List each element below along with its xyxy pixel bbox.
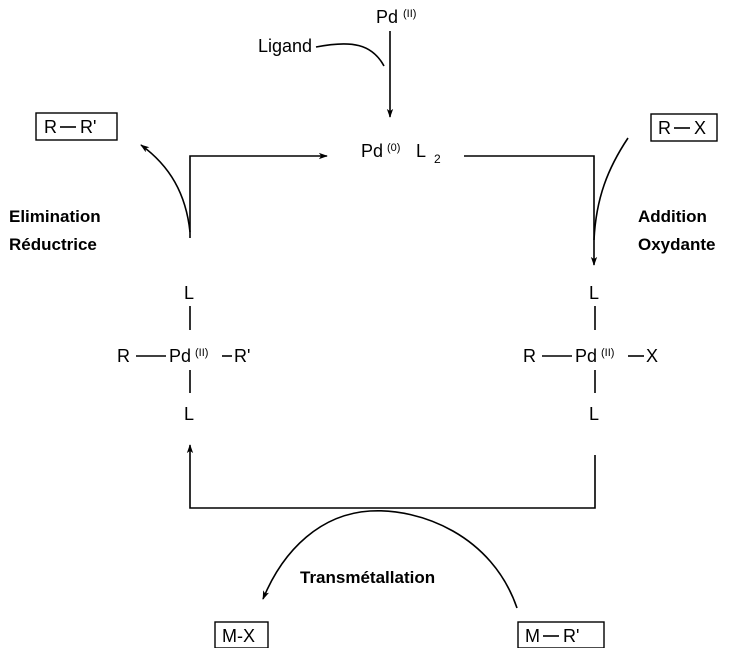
elimination-label-line2: Réductrice bbox=[9, 235, 97, 254]
svg-text:L: L bbox=[589, 283, 599, 303]
svg-text:(II): (II) bbox=[195, 347, 208, 359]
transmetalation-label: Transmétallation bbox=[300, 568, 435, 587]
reagent-box-mr: M R' bbox=[517, 621, 605, 648]
svg-text:R': R' bbox=[563, 626, 579, 646]
svg-text:R': R' bbox=[234, 346, 250, 366]
ligand-label: Ligand bbox=[258, 36, 312, 56]
rx-incoming-curve bbox=[593, 137, 629, 241]
svg-text:(II): (II) bbox=[601, 347, 614, 359]
svg-text:M: M bbox=[525, 626, 540, 646]
svg-text:L: L bbox=[184, 404, 194, 424]
catalyst-ligand: L bbox=[416, 141, 426, 161]
reductive-elimination-arrow bbox=[189, 152, 328, 238]
catalyst-oxidation: (0) bbox=[387, 142, 400, 154]
intermediate-oxidative-addition: L R Pd (II) X L bbox=[523, 283, 658, 424]
byproduct-box-mx: M-X bbox=[214, 621, 269, 648]
svg-text:M-X: M-X bbox=[222, 626, 255, 646]
svg-text:L: L bbox=[184, 283, 194, 303]
catalyst-symbol: Pd bbox=[361, 141, 383, 161]
product-release-curve bbox=[140, 144, 191, 233]
svg-text:R: R bbox=[523, 346, 536, 366]
svg-text:L: L bbox=[589, 404, 599, 424]
svg-text:R: R bbox=[44, 117, 57, 137]
svg-text:X: X bbox=[646, 346, 658, 366]
svg-text:R: R bbox=[658, 118, 671, 138]
product-box-rr: R R' bbox=[35, 112, 118, 141]
catalyst-ligand-count: 2 bbox=[434, 152, 441, 166]
svg-text:R: R bbox=[117, 346, 130, 366]
svg-text:Pd: Pd bbox=[575, 346, 597, 366]
elimination-label-line1: Elimination bbox=[9, 207, 101, 226]
addition-label-line1: Addition bbox=[638, 207, 707, 226]
precursor-symbol: Pd bbox=[376, 7, 398, 27]
reactant-box-rx: R X bbox=[650, 113, 718, 142]
svg-text:R': R' bbox=[80, 117, 96, 137]
oxidative-addition-arrow bbox=[464, 155, 598, 266]
pd0-l2-catalyst: Pd (0) L 2 bbox=[361, 141, 441, 166]
intermediate-transmetalated: L R Pd (II) R' L bbox=[117, 283, 250, 424]
addition-label-line2: Oxydante bbox=[638, 235, 715, 254]
pd-ii-precursor: Pd (II) bbox=[376, 7, 416, 27]
transmetalation-cycle-arrow bbox=[186, 444, 596, 509]
precursor-oxidation: (II) bbox=[403, 8, 416, 20]
transmetalation-curved-arrow bbox=[262, 510, 518, 609]
ligand-curved-line bbox=[315, 43, 385, 67]
svg-text:Pd: Pd bbox=[169, 346, 191, 366]
svg-text:X: X bbox=[694, 118, 706, 138]
